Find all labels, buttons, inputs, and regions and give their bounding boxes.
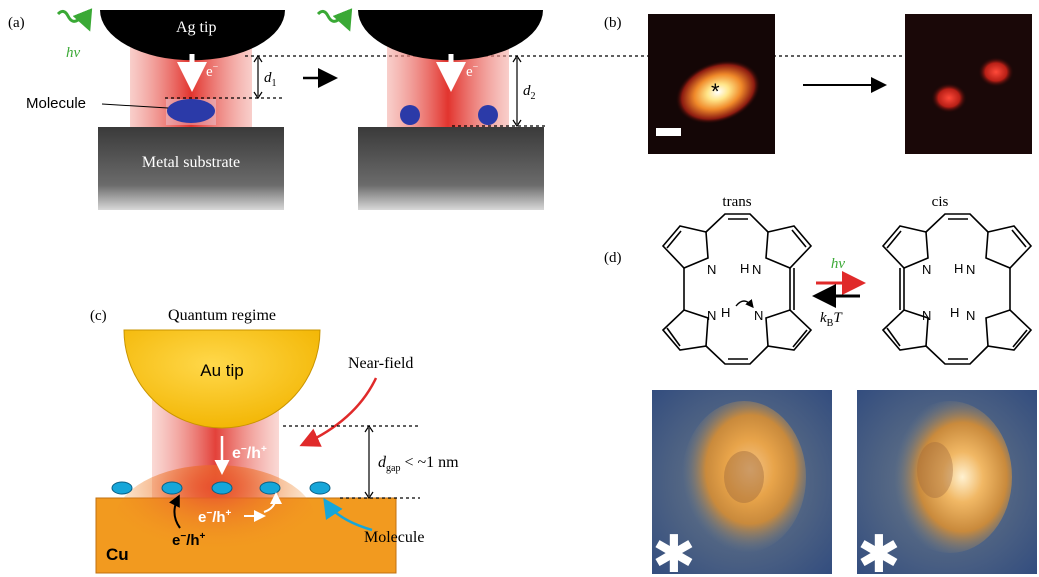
panel-c: (c) Quantum regime Cu Au tip Near-field … <box>90 307 459 575</box>
thermal-label: kBT <box>820 310 843 329</box>
molecule-label-c: Molecule <box>364 529 424 546</box>
panel-a-label: (a) <box>8 15 25 31</box>
trans-molecule-spot <box>682 401 806 553</box>
atom-n-2: N <box>752 262 761 277</box>
panel-b-label: (b) <box>604 15 622 31</box>
hydrogen-transfer-arrow-icon <box>735 299 754 309</box>
panel-a: (a) hv Ag tip e− d1 Molecule Metal subst… <box>8 8 1000 210</box>
molecule-4 <box>259 481 281 495</box>
atom-n-3: N <box>707 308 716 323</box>
d2-label: d2 <box>523 83 536 102</box>
electron-label: e− <box>206 62 219 80</box>
carrier-up-arrow-icon <box>263 492 282 513</box>
carrier-label-surface: e−/h+ <box>198 508 232 526</box>
carrier-label-gap: e−/h+ <box>232 444 267 462</box>
d1-label: d1 <box>264 70 277 89</box>
molecule-5 <box>309 481 331 495</box>
atom-h-1: H <box>740 261 749 276</box>
fragment-spot-2 <box>978 57 1014 87</box>
atom-h-3: H <box>954 261 963 276</box>
atom-h-2: H <box>721 305 730 320</box>
molecule-intact <box>167 99 215 123</box>
atom-n-1: N <box>707 262 716 277</box>
molecule-label: Molecule <box>26 95 86 112</box>
tip-position-marker-cis: ✱ <box>857 525 901 577</box>
ag-tip-label: Ag tip <box>176 19 216 36</box>
atom-n-7: N <box>922 308 931 323</box>
near-field-arrow-icon <box>299 377 378 447</box>
atom-n-8: N <box>966 308 975 323</box>
cu-label: Cu <box>106 545 129 564</box>
molecule-2 <box>161 481 183 495</box>
photon-wave-icon-2 <box>316 8 353 32</box>
cis-porphycene-structure <box>881 213 1033 365</box>
au-tip <box>123 329 321 429</box>
tip-position-marker: * <box>711 79 720 104</box>
panel-c-label: (c) <box>90 308 107 324</box>
molecule-pointer-line <box>101 103 169 109</box>
metal-substrate-label: Metal substrate <box>142 154 240 171</box>
scale-bar <box>656 128 681 136</box>
atom-n-6: N <box>966 262 975 277</box>
trans-porphycene-structure <box>661 213 813 365</box>
cis-label: cis <box>932 194 949 210</box>
trans-label: trans <box>722 194 751 210</box>
panel-b: (b) * <box>604 14 1032 154</box>
near-field-label: Near-field <box>348 355 413 372</box>
panel-d: (d) trans cis N N H N N H hv <box>604 194 1037 577</box>
metal-substrate-left <box>98 127 284 210</box>
ag-tip-left <box>100 10 285 61</box>
molecule-pointer-arrow-icon <box>323 497 373 532</box>
metal-substrate-right <box>358 127 544 210</box>
quantum-regime-title: Quantum regime <box>168 307 276 324</box>
panel-d-label: (d) <box>604 250 622 266</box>
molecule-fragment-left <box>400 105 420 125</box>
molecule-3 <box>211 481 233 495</box>
photon-label: hv <box>66 45 81 61</box>
atom-n-4: N <box>754 308 763 323</box>
photon-wave-icon <box>56 8 93 32</box>
atom-h-4: H <box>950 305 959 320</box>
light-label: hv <box>831 256 846 272</box>
atom-n-5: N <box>922 262 931 277</box>
molecule-fragment-right <box>478 105 498 125</box>
carrier-curved-arrow-icon <box>169 494 181 529</box>
bright-molecule-spot <box>675 60 761 124</box>
ag-tip-right <box>358 10 543 61</box>
carrier-label-bulk: e−/h+ <box>172 531 206 549</box>
cis-molecule-spot <box>888 401 1012 553</box>
stm-image-after <box>905 14 1032 154</box>
electron-label-2: e− <box>466 62 479 80</box>
tip-position-marker-trans: ✱ <box>652 525 696 577</box>
gap-label: dgap < ~1 nm <box>378 454 459 474</box>
fragment-spot-1 <box>931 83 967 113</box>
au-tip-label: Au tip <box>200 361 243 380</box>
molecule-1 <box>111 481 133 495</box>
